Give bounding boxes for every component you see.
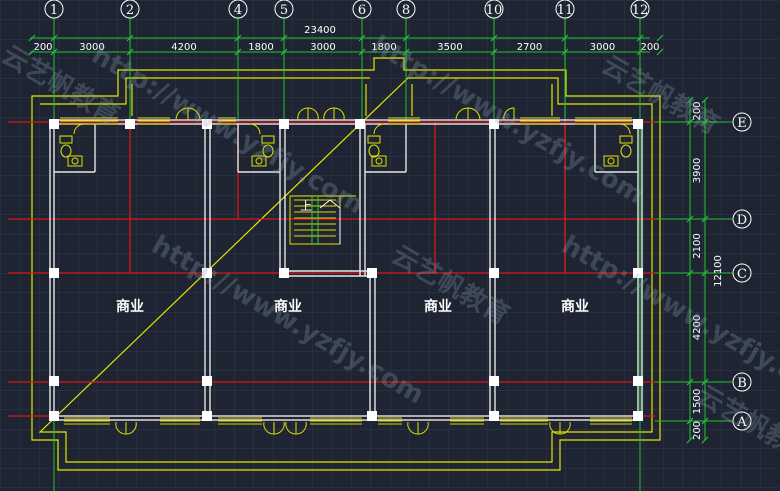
column-7 (202, 376, 212, 386)
axis-bubble-B: B (732, 372, 752, 392)
right-axis-bubbles: E D C B A (732, 112, 752, 431)
total-dimension-label: 23400 (304, 25, 336, 36)
right-dimension-1: 200 (692, 101, 703, 120)
room-labels: 商业 商业 商业 商业 (116, 298, 589, 315)
svg-text:2: 2 (126, 3, 134, 18)
column-12 (489, 411, 499, 421)
axis-bubble-A: A (732, 411, 752, 431)
right-dimension-5: 1500 (692, 389, 703, 414)
right-dimension-chain: 200 3900 2100 4200 1500 200 (686, 96, 709, 444)
top-dimension-7: 3500 (437, 42, 462, 53)
top-dimension-4: 1800 (248, 42, 273, 53)
axis-bubble-D: D (732, 209, 752, 229)
axis-bubble-1: 1 (44, 0, 64, 19)
column-17 (125, 119, 135, 129)
column-3 (49, 376, 59, 386)
column-4 (49, 411, 59, 421)
column-16 (633, 411, 643, 421)
svg-text:8: 8 (402, 3, 410, 18)
right-dimension-6: 200 (692, 421, 703, 440)
column-11 (489, 376, 499, 386)
svg-text:C: C (737, 267, 747, 282)
svg-text:E: E (737, 116, 747, 131)
column-13 (633, 119, 643, 129)
axis-bubble-2: 2 (120, 0, 140, 19)
column-18 (279, 119, 289, 129)
column-22 (367, 411, 377, 421)
svg-text:6: 6 (358, 3, 366, 18)
axis-bubble-10: 10 (484, 0, 504, 19)
axis-bubble-12: 12 (630, 0, 650, 19)
svg-text:4: 4 (234, 3, 242, 18)
top-dimension-6: 1800 (371, 42, 396, 53)
axis-bubble-8: 8 (396, 0, 416, 19)
svg-text:B: B (737, 376, 747, 391)
room-label-2: 商业 (274, 298, 302, 315)
svg-text:D: D (737, 213, 747, 228)
column-1 (49, 119, 59, 129)
column-9 (489, 119, 499, 129)
right-total-label: 12100 (713, 255, 724, 287)
right-dimension-3: 2100 (692, 233, 703, 258)
svg-text:10: 10 (486, 3, 503, 18)
top-dimension-3: 4200 (171, 42, 196, 53)
toilet-fixtures (59, 135, 633, 167)
top-dimension-5: 3000 (310, 42, 335, 53)
building-outline (31, 57, 661, 471)
svg-text:A: A (736, 415, 747, 430)
axis-bubble-6: 6 (352, 0, 372, 19)
svg-text:12: 12 (632, 3, 649, 18)
axis-bubble-E: E (732, 112, 752, 132)
doors (73, 107, 631, 435)
column-5 (202, 119, 212, 129)
columns (49, 119, 643, 421)
top-dimension-9: 3000 (590, 42, 615, 53)
top-dimension-chain: 23400 200 3000 4200 1800 3000 1800 3500 2700 300… (28, 25, 664, 56)
column-15 (633, 376, 643, 386)
axis-bubble-11: 11 (555, 0, 575, 19)
top-dimension-2: 3000 (79, 42, 104, 53)
room-label-4: 商业 (561, 298, 589, 315)
column-6 (202, 268, 212, 278)
svg-text:11: 11 (557, 3, 574, 18)
column-20 (279, 268, 289, 278)
staircase (289, 195, 356, 245)
top-dimension-1: 200 (33, 42, 52, 53)
windows (60, 117, 632, 425)
axis-bubble-5: 5 (274, 0, 294, 19)
top-dimension-8: 2700 (517, 42, 542, 53)
stair-up-label: 上 (300, 199, 312, 213)
svg-text:5: 5 (280, 3, 288, 18)
top-dimension-10: 200 (640, 42, 659, 53)
room-label-3: 商业 (424, 298, 452, 315)
axis-bubble-4: 4 (228, 0, 248, 19)
right-dimension-2: 3900 (692, 158, 703, 183)
room-label-1: 商业 (116, 298, 144, 315)
axis-bubble-C: C (732, 263, 752, 283)
column-8 (202, 411, 212, 421)
right-dimension-4: 4200 (692, 315, 703, 340)
svg-text:1: 1 (50, 3, 58, 18)
column-19 (355, 119, 365, 129)
column-14 (633, 268, 643, 278)
column-2 (49, 268, 59, 278)
column-21 (367, 268, 377, 278)
axis-lines (30, 18, 732, 491)
column-10 (489, 268, 499, 278)
